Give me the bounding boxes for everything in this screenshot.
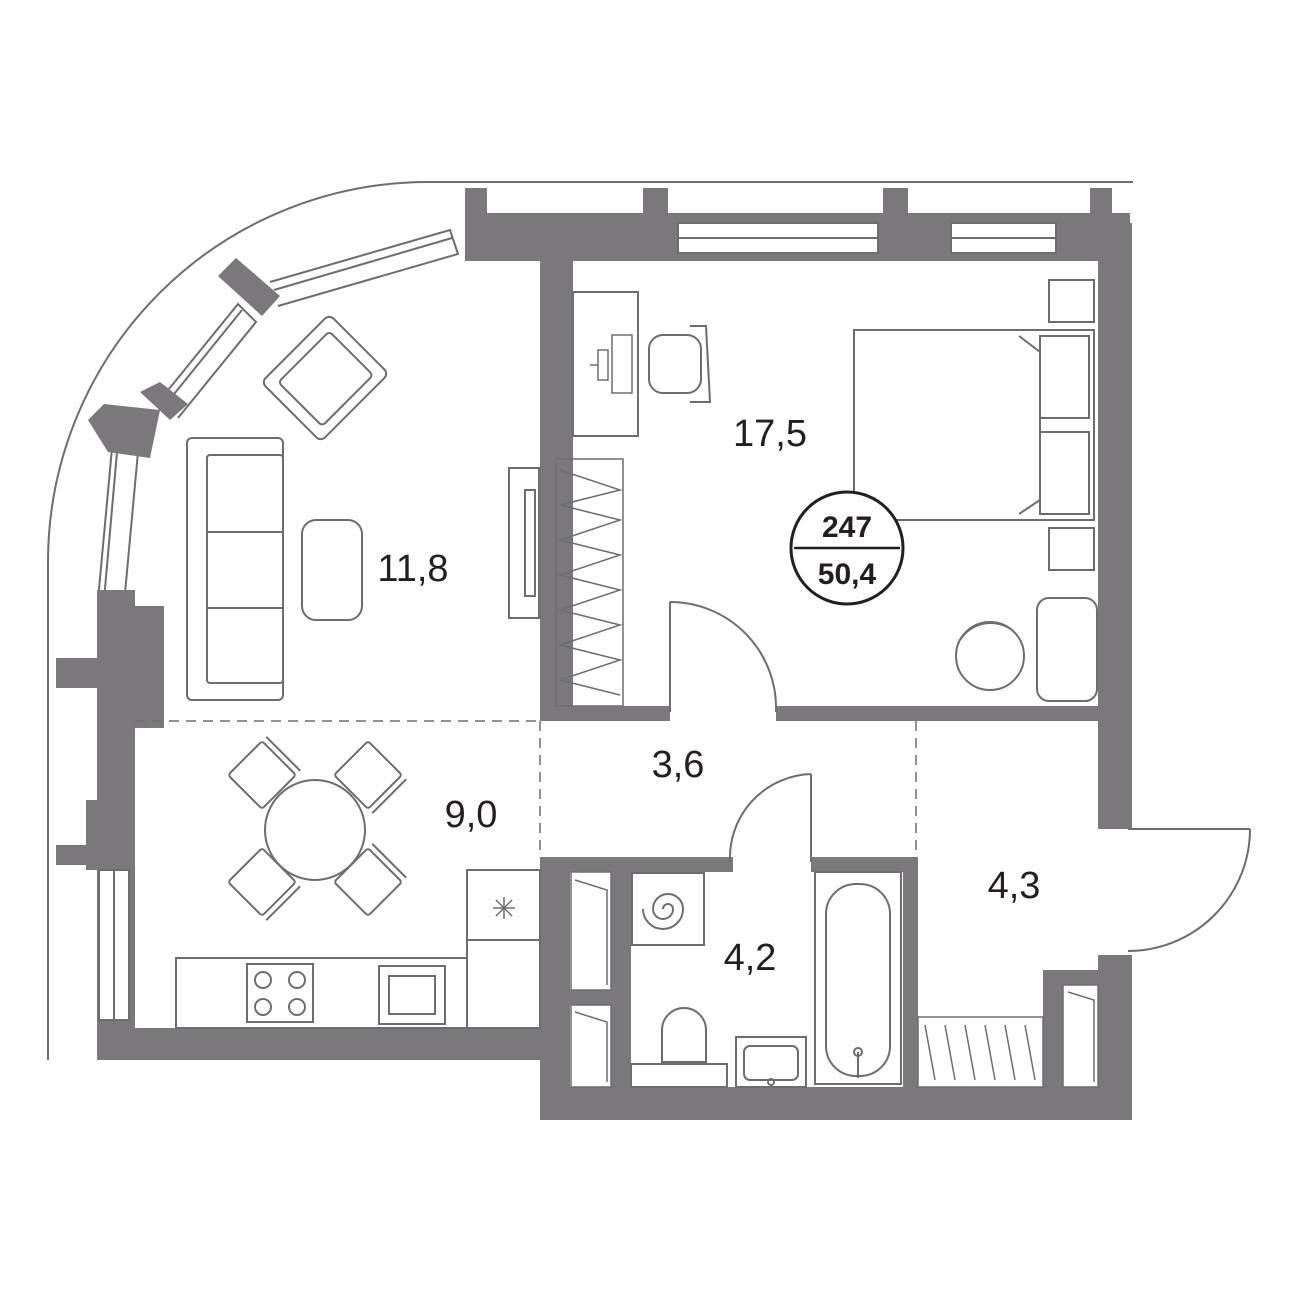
apartment-number: 247	[822, 511, 872, 544]
nightstand-icon	[1048, 279, 1095, 571]
toilet-icon	[630, 1007, 728, 1088]
window-kitchen	[98, 869, 130, 1021]
room-area-bedroom: 17,5	[733, 413, 807, 455]
hob-icon	[246, 963, 314, 1023]
shelving-icon	[570, 871, 612, 1088]
dining-table-icon	[264, 779, 366, 881]
wardrobe-icon	[555, 458, 624, 707]
armchair-icon	[262, 315, 388, 441]
pouf-icon	[955, 597, 1098, 702]
bathtub-icon	[814, 871, 902, 1085]
room-area-kitchen: 9,0	[445, 794, 498, 836]
walls	[56, 188, 1132, 1120]
dining-chair-icon	[228, 736, 407, 921]
fridge-icon	[493, 897, 515, 919]
desk-icon	[572, 291, 639, 437]
kitchen-counter	[175, 869, 541, 1029]
balcony-outline	[47, 181, 1133, 1060]
coffee-table-icon	[301, 519, 363, 621]
windows-top	[677, 222, 1057, 254]
room-area-hall: 3,6	[652, 744, 705, 786]
washing-machine-icon	[631, 872, 705, 946]
tv-icon	[508, 467, 540, 619]
sink-icon	[735, 1036, 807, 1088]
room-area-entrance: 4,3	[988, 865, 1041, 907]
oven-icon	[378, 965, 446, 1025]
double-bed-icon	[853, 329, 1095, 521]
sofa-icon	[186, 437, 284, 701]
computer-icon	[590, 334, 633, 394]
apartment-badge: 247 50,4	[789, 490, 905, 606]
doors	[669, 601, 1251, 952]
apartment-total-area: 50,4	[818, 558, 877, 591]
room-area-bathroom: 4,2	[724, 937, 777, 979]
office-chair-icon	[648, 325, 712, 403]
room-dividers	[135, 720, 917, 857]
entrance-closet	[917, 984, 1099, 1088]
curved-window-strip	[97, 228, 460, 605]
room-area-living: 11,8	[377, 548, 448, 590]
